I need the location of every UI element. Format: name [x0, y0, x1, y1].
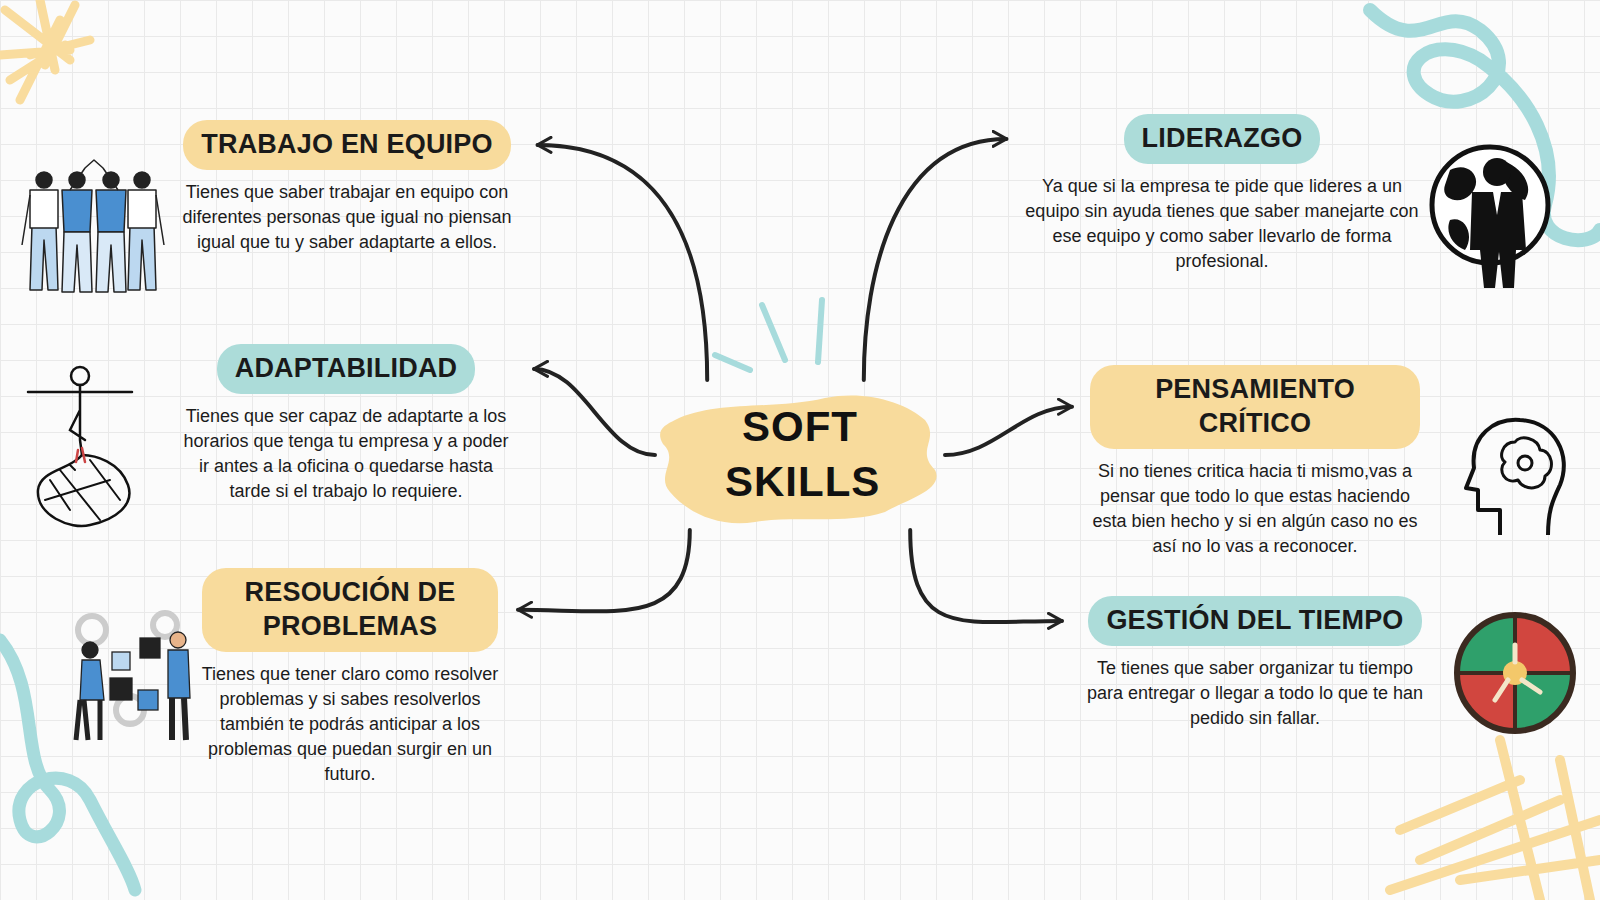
skill-node: TRABAJO EN EQUIPO Tienes que saber trabaj… — [175, 120, 520, 255]
center-title: SOFT SKILLS — [725, 400, 875, 509]
yellow-brush — [655, 380, 945, 530]
skill-description: Si no tienes critica hacia ti mismo,vas … — [1090, 459, 1420, 560]
skill-node: PENSAMIENTO CRÍTICO Si no tienes critica … — [1090, 365, 1420, 559]
skill-node: RESOUCIÓN DE PROBLEMAS Tienes que tener c… — [200, 568, 500, 787]
skill-heading: LIDERAZGO — [1124, 114, 1321, 164]
skill-heading: PENSAMIENTO CRÍTICO — [1090, 365, 1420, 449]
skill-description: Ya que si la empresa te pide que lideres… — [1025, 174, 1420, 275]
balance-figure-icon — [28, 367, 132, 526]
yellow-starburst — [0, 0, 90, 100]
brain-head-icon — [1466, 420, 1564, 535]
connector-arrow — [518, 530, 690, 611]
skill-node: LIDERAZGO Ya que si la empresa te pide qu… — [1025, 114, 1420, 275]
skill-heading: RESOUCIÓN DE PROBLEMAS — [202, 568, 498, 652]
team-icon — [22, 160, 164, 292]
skill-description: Tienes que tener claro como resolver pro… — [200, 662, 500, 788]
teal-rays — [715, 300, 822, 370]
skill-description: Tienes que ser capaz de adaptarte a los … — [176, 404, 516, 505]
teal-squiggle — [0, 640, 135, 890]
globe-leader-icon — [1432, 147, 1548, 288]
skill-heading: TRABAJO EN EQUIPO — [183, 120, 510, 170]
skill-heading: GESTIÓN DEL TIEMPO — [1088, 596, 1421, 646]
skill-description: Tienes que saber trabajar en equipo con … — [175, 180, 520, 256]
time-wheel-icon — [1457, 615, 1573, 731]
skill-heading: ADAPTABILIDAD — [217, 344, 476, 394]
yellow-scribble — [1390, 740, 1600, 900]
puzzle-people-icon — [76, 613, 190, 740]
connector-arrow — [534, 369, 655, 455]
connector-arrow — [910, 530, 1062, 622]
connector-arrow — [538, 145, 708, 380]
connector-arrow — [945, 407, 1072, 455]
skill-node: ADAPTABILIDAD Tienes que ser capaz de ada… — [176, 344, 516, 505]
skill-description: Te tienes que saber organizar tu tiempo … — [1080, 656, 1430, 732]
skill-node: GESTIÓN DEL TIEMPO Te tienes que saber or… — [1080, 596, 1430, 731]
connector-arrow — [864, 139, 1007, 380]
center-node: SOFT SKILLS — [655, 380, 945, 530]
